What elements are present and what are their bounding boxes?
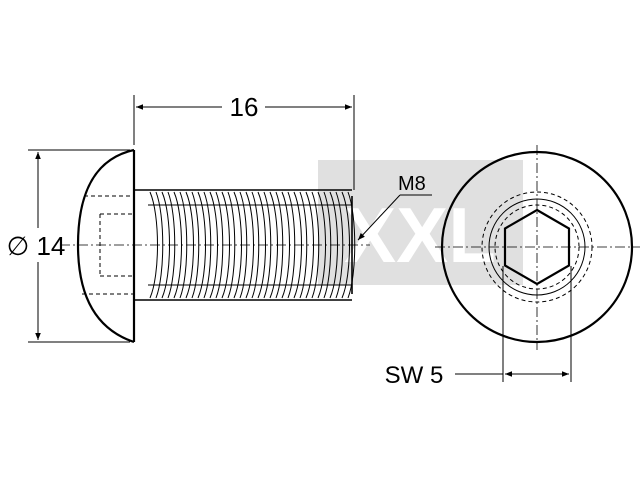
- thread-crest: [239, 191, 248, 299]
- thread-crest: [197, 191, 206, 299]
- thread-crest: [227, 191, 236, 299]
- bolt-side-view: [60, 148, 370, 344]
- thread-crest: [179, 191, 188, 299]
- thread-crest: [209, 191, 218, 299]
- thread-crest: [191, 191, 200, 299]
- thread-crest: [299, 191, 308, 299]
- thread-lines: [149, 191, 356, 299]
- thread-crest: [341, 191, 350, 299]
- thread-crest: [305, 191, 314, 299]
- thread-crest: [269, 191, 278, 299]
- thread-crest: [281, 191, 290, 299]
- watermark-text: XXL: [344, 191, 496, 279]
- thread-crest: [167, 191, 176, 299]
- length-dimension: 16: [133, 92, 355, 190]
- thread-crest: [215, 191, 224, 299]
- thread-crest: [185, 191, 194, 299]
- thread-crest: [233, 191, 242, 299]
- diameter-label: ∅ 14: [7, 231, 66, 261]
- thread-crest: [293, 191, 302, 299]
- thread-crest: [323, 191, 332, 299]
- thread-crest: [251, 191, 260, 299]
- thread-crest: [173, 191, 182, 299]
- thread-crest: [275, 191, 284, 299]
- thread-crest: [317, 191, 326, 299]
- thread-crest: [245, 191, 254, 299]
- bolt-head-dome: [76, 148, 135, 344]
- thread-crest: [203, 191, 212, 299]
- socket-label: SW 5: [385, 362, 444, 389]
- thread-callout: M8: [357, 173, 432, 241]
- thread-crest: [335, 191, 344, 299]
- thread-crest: [347, 191, 356, 299]
- thread-crest: [257, 191, 266, 299]
- socket-dimension: SW 5: [385, 266, 572, 389]
- thread-crest: [287, 191, 296, 299]
- bolt-end-view: [435, 145, 640, 350]
- diameter-dimension: ∅ 14: [7, 149, 130, 343]
- thread-crest: [263, 191, 272, 299]
- thread-crest: [155, 191, 164, 299]
- thread-crest: [149, 191, 158, 299]
- thread-crest: [161, 191, 170, 299]
- length-label: 16: [230, 92, 259, 122]
- thread-label: M8: [398, 173, 426, 195]
- thread-crest: [311, 191, 320, 299]
- thread-crest: [329, 191, 338, 299]
- thread-crest: [221, 191, 230, 299]
